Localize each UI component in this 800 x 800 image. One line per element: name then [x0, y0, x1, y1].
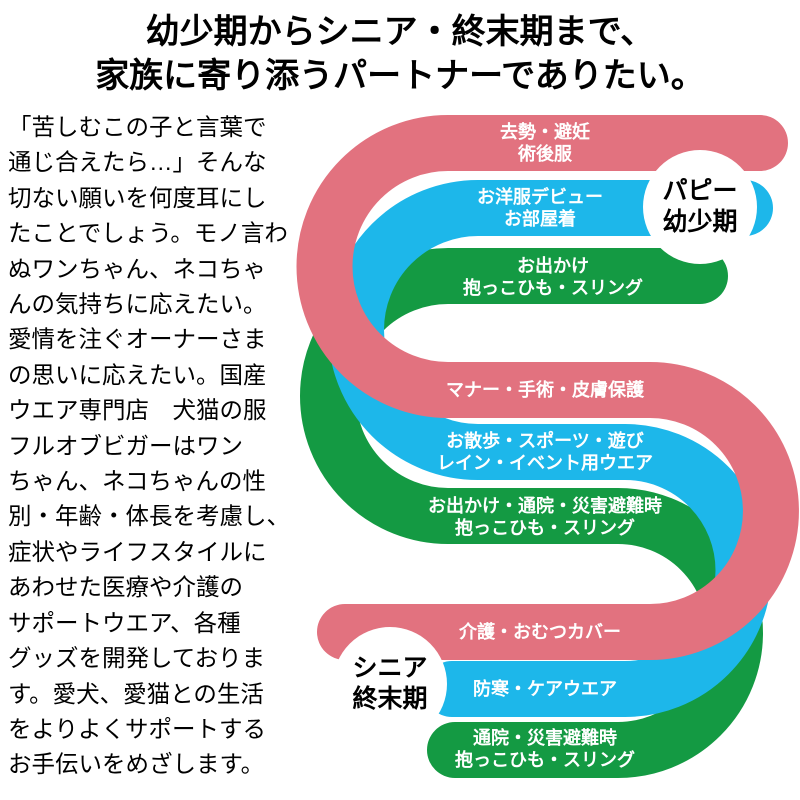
band-label-blue-bottom: 防寒・ケアウエア — [473, 678, 617, 700]
band-label-green-top: お出かけ 抱っこひも・スリング — [463, 255, 643, 299]
band-label-line: お出かけ — [517, 256, 589, 276]
band-label-green-mid: お出かけ・通院・災害避難時 抱っこひも・スリング — [428, 495, 662, 539]
band-label-line: お洋服デビュー — [477, 187, 603, 207]
band-label-line: お散歩・スポーツ・遊び — [446, 431, 644, 451]
band-label-line: 去勢・避妊 — [500, 122, 590, 142]
band-label-line: 介護・おむつカバー — [459, 622, 621, 642]
intro-paragraph: 「苦しむこの子と言葉で 通じ合えたら…」そんな 切ない願いを何度耳にし たことで… — [8, 114, 290, 778]
band-label-pink-mid: マナー・手術・皮膚保護 — [446, 379, 644, 401]
band-label-line: 抱っこひも・スリング — [463, 278, 643, 298]
page-title: 幼少期からシニア・終末期まで、 家族に寄り添うパートナーでありたい。 — [0, 10, 800, 98]
stage-puppy-label-line1: パピー — [662, 177, 738, 205]
band-label-blue-top: お洋服デビュー お部屋着 — [477, 186, 603, 230]
band-label-line: 防寒・ケアウエア — [473, 679, 617, 699]
band-label-pink-bottom: 介護・おむつカバー — [459, 621, 621, 643]
stage-puppy-label-line2: 幼少期 — [662, 208, 738, 236]
band-label-line: 通院・災害避難時 — [473, 728, 617, 748]
page-title-line1: 幼少期からシニア・終末期まで、 — [145, 13, 655, 51]
band-label-line: 抱っこひも・スリング — [455, 518, 635, 538]
band-label-line: 抱っこひも・スリング — [455, 750, 635, 770]
band-label-line: マナー・手術・皮膚保護 — [446, 380, 644, 400]
ribbon-pink — [296, 115, 799, 660]
stage-senior-label-line2: 終末期 — [352, 685, 428, 713]
band-label-line: 術後服 — [518, 144, 572, 164]
band-label-line: レイン・イベント用ウエア — [437, 453, 653, 473]
stage-circle-puppy: パピー 幼少期 — [643, 150, 757, 264]
band-label-blue-mid: お散歩・スポーツ・遊び レイン・イベント用ウエア — [437, 430, 653, 474]
page-title-line2: 家族に寄り添うパートナーでありたい。 — [95, 57, 705, 95]
band-label-line: お部屋着 — [504, 209, 576, 229]
band-label-line: お出かけ・通院・災害避難時 — [428, 496, 662, 516]
stage-circle-senior: シニア 終末期 — [333, 627, 447, 741]
band-label-pink-top: 去勢・避妊 術後服 — [500, 121, 590, 165]
band-label-green-bottom: 通院・災害避難時 抱っこひも・スリング — [455, 727, 635, 771]
stage-senior-label-line1: シニア — [352, 654, 428, 682]
